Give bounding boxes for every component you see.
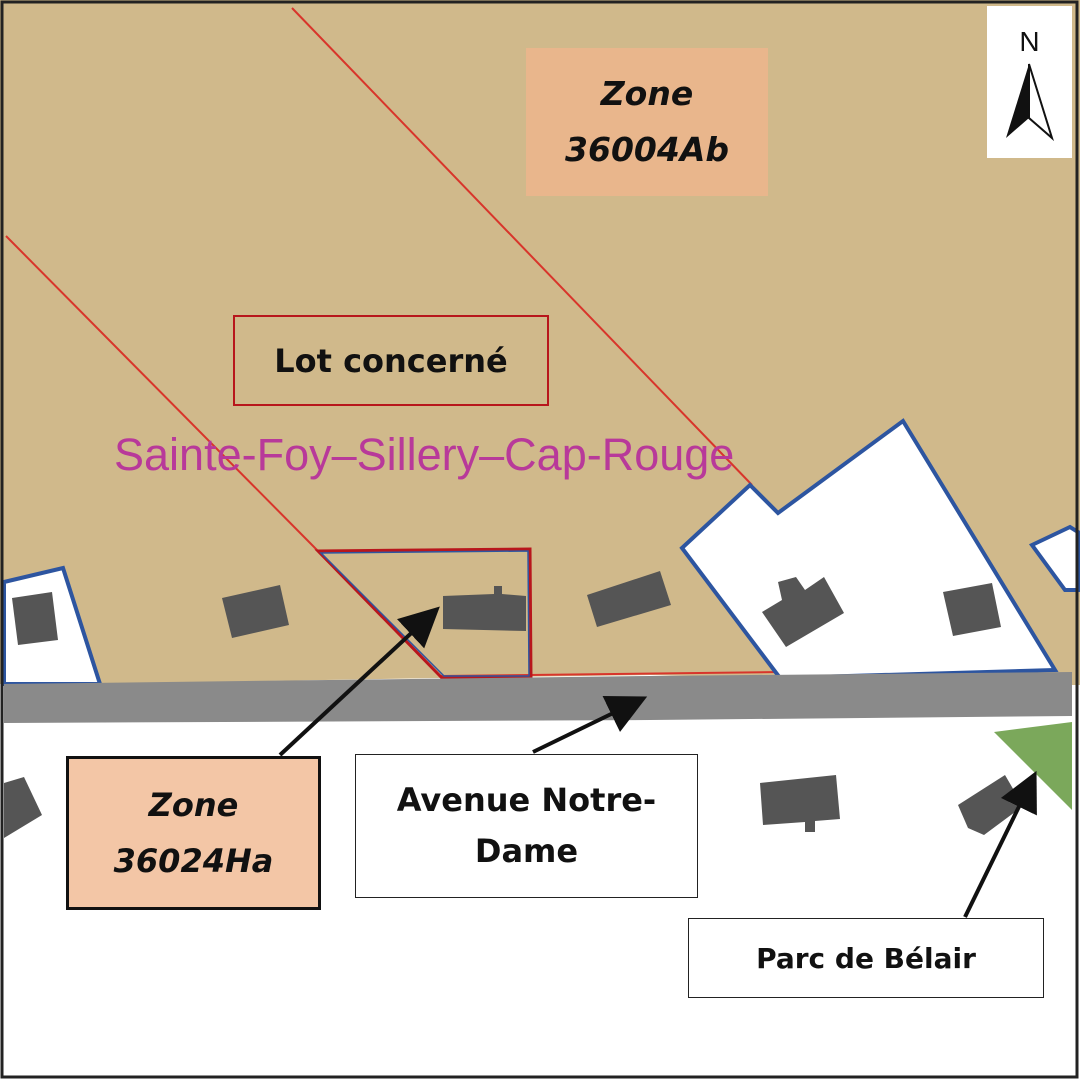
park-area — [994, 722, 1072, 810]
street-label: Avenue Notre- Dame — [355, 754, 698, 898]
building — [587, 571, 671, 627]
lot-concerne-label: Lot concerné — [233, 315, 549, 406]
north-arrow-icon — [1006, 63, 1054, 142]
lot-line — [291, 7, 753, 486]
building — [760, 775, 840, 832]
zone-36024ha-label: Zone 36024Ha — [66, 756, 321, 910]
pointer-arrow-street — [532, 695, 648, 754]
building — [222, 585, 289, 638]
zone-36004ab-label: Zone 36004Ab — [526, 48, 768, 196]
zone-ab-line-2: 36004Ab — [565, 130, 729, 169]
building — [4, 777, 42, 838]
pointer-arrow-park — [963, 770, 1037, 918]
district-name: Sainte-Foy–Sillery–Cap-Rouge — [114, 429, 735, 480]
building — [12, 592, 58, 645]
north-letter: N — [1019, 26, 1040, 57]
road — [4, 672, 1072, 723]
building — [943, 583, 1001, 636]
zone-ha-line-2: 36024Ha — [113, 842, 274, 880]
building — [443, 586, 526, 631]
building — [762, 577, 844, 647]
pointer-arrow-lot — [278, 606, 440, 757]
north-arrow: N — [987, 6, 1072, 158]
zone-ha-line-1: Zone — [148, 786, 239, 824]
street-line-1: Avenue Notre- — [396, 780, 657, 819]
street-line-2: Dame — [474, 832, 579, 870]
lot-line — [5, 235, 319, 552]
zone-ab-line-1: Zone — [600, 73, 694, 113]
building — [958, 775, 1023, 835]
park-label: Parc de Bélair — [688, 918, 1044, 998]
